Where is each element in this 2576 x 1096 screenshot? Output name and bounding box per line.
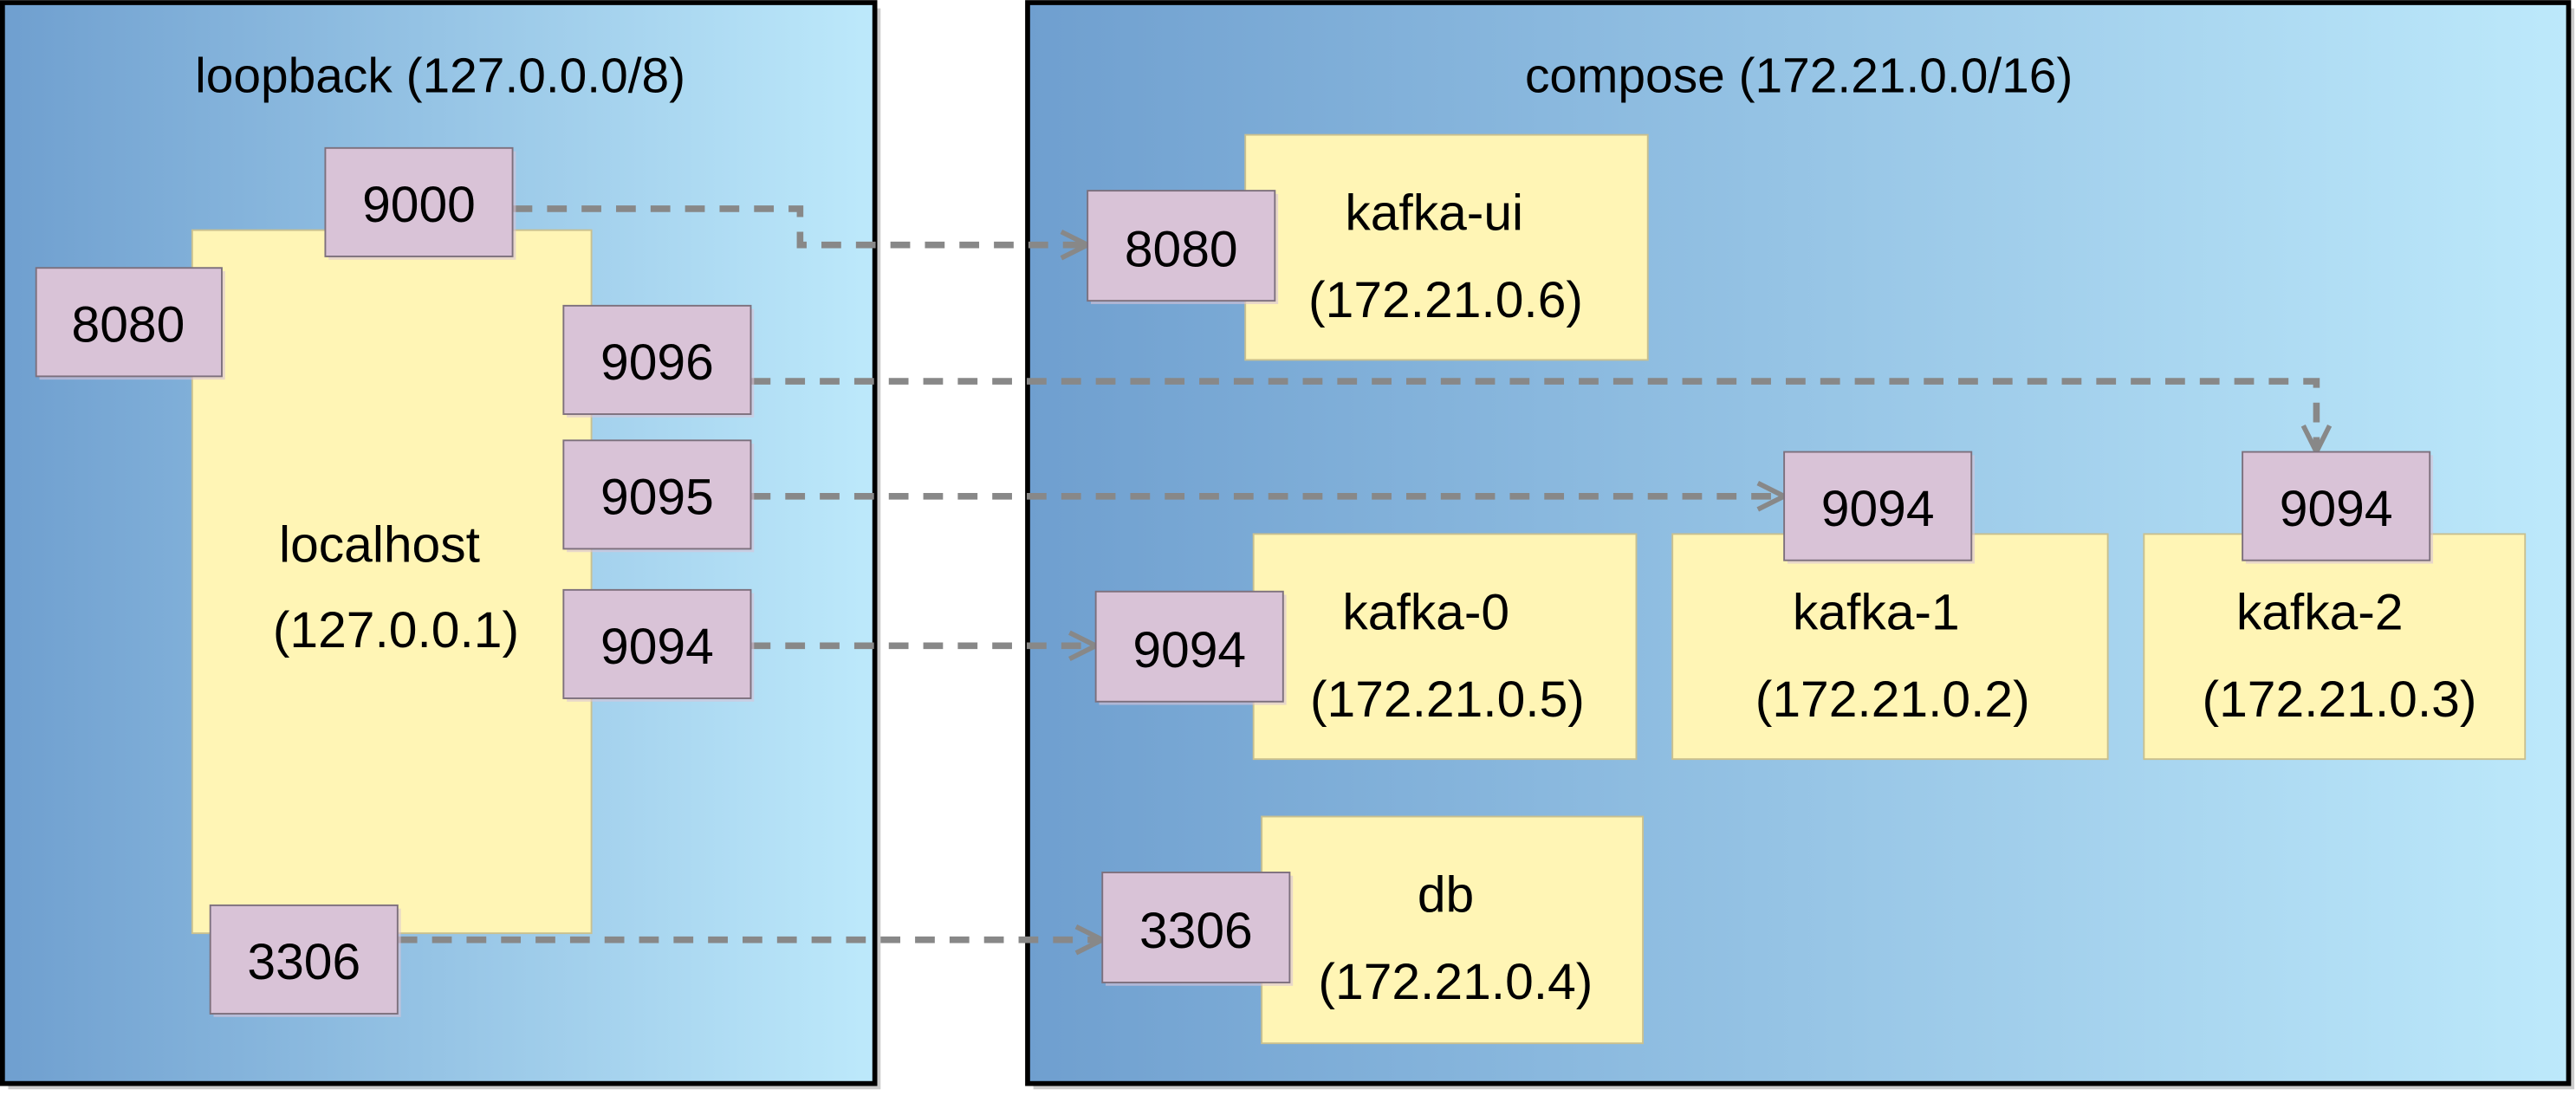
host-ip: (172.21.0.2): [1755, 671, 2030, 728]
host-kafka-ui[interactable]: kafka-ui (172.21.0.6): [1244, 133, 1649, 361]
host-kafka-1[interactable]: kafka-1 (172.21.0.2): [1671, 533, 2109, 761]
network-title: loopback (127.0.0.0/8): [195, 49, 685, 103]
port-3306[interactable]: 3306: [209, 904, 401, 1017]
host-kafka-0[interactable]: kafka-0 (172.21.0.5): [1252, 533, 1638, 761]
port-9000[interactable]: 9000: [324, 146, 516, 260]
port-label: 8080: [72, 297, 185, 353]
port-db-3306[interactable]: 3306: [1101, 872, 1294, 986]
host-name: db: [1418, 866, 1474, 923]
port-mappings: [397, 205, 2333, 956]
host-ip: (127.0.0.1): [273, 602, 519, 658]
port-label: 9095: [600, 470, 714, 526]
port-kafka-ui-8080[interactable]: 8080: [1087, 190, 1279, 304]
link-9000-to-kafka-ui: [512, 205, 1085, 249]
host-name: kafka-ui: [1345, 185, 1523, 242]
port-label: 9096: [600, 334, 714, 391]
port-label: 3306: [1139, 903, 1253, 959]
port-label: 9094: [2280, 481, 2393, 537]
port-label: 3306: [247, 934, 360, 990]
port-kafka-1-9094[interactable]: 9094: [1783, 451, 1976, 564]
port-9096[interactable]: 9096: [562, 304, 755, 418]
host-localhost[interactable]: localhost (127.0.0.1): [191, 229, 593, 935]
link-9096-to-kafka-2: [750, 378, 2320, 449]
host-name: kafka-0: [1342, 584, 1509, 640]
host-ip: (172.21.0.3): [2203, 671, 2477, 728]
port-kafka-2-9094[interactable]: 9094: [2242, 451, 2434, 564]
host-name: kafka-2: [2236, 584, 2404, 640]
port-label: 9094: [1821, 481, 1935, 537]
host-db[interactable]: db (172.21.0.4): [1261, 815, 1644, 1045]
port-label: 9094: [1132, 622, 1246, 678]
port-label: 8080: [1125, 221, 1238, 277]
port-kafka-0-9094[interactable]: 9094: [1094, 590, 1287, 705]
host-ip: (172.21.0.5): [1310, 671, 1585, 728]
port-8080[interactable]: 8080: [35, 267, 225, 380]
network-title: compose (172.21.0.0/16): [1525, 49, 2073, 103]
host-name: kafka-1: [1793, 584, 1960, 640]
port-label: 9094: [600, 619, 714, 675]
port-label: 9000: [362, 177, 476, 233]
host-kafka-2[interactable]: kafka-2 (172.21.0.3): [2143, 533, 2527, 761]
port-9094[interactable]: 9094: [562, 588, 755, 702]
host-name: localhost: [279, 517, 480, 574]
host-ip: (172.21.0.6): [1308, 272, 1583, 328]
port-9095[interactable]: 9095: [562, 439, 755, 553]
host-ip: (172.21.0.4): [1318, 954, 1593, 1010]
